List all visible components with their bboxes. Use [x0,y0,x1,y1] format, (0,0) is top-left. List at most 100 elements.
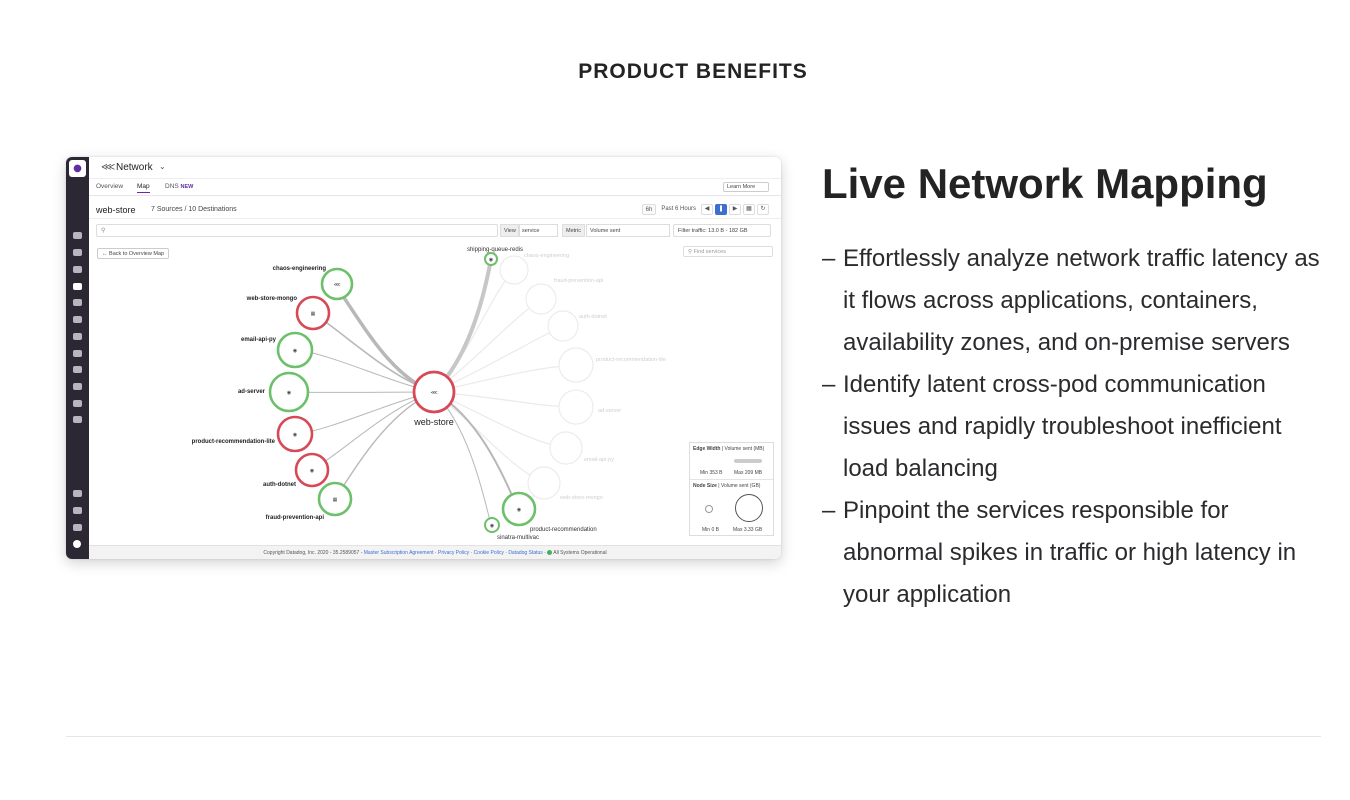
svg-text:◉: ◉ [293,432,297,438]
back-to-overview-button[interactable]: ← Back to Overview Map [97,248,170,259]
faded-label-6: email-api-py [584,457,614,463]
source-label-email-api-py[interactable]: email-api-py [241,337,277,343]
node-min: Min 0 B [702,527,719,533]
new-badge: NEW [180,184,194,190]
help-icon[interactable] [73,507,82,514]
svg-text:⋘: ⋘ [430,390,437,396]
edge-max: Max 209 MB [734,470,763,476]
edge-width-legend: Edge Width | Volume sent (MB) [693,446,765,452]
tab-overview[interactable]: Overview [96,183,124,190]
svg-text:▦: ▦ [311,311,316,317]
svg-text:◉: ◉ [287,390,291,396]
sidebar-icon-11[interactable] [73,400,82,407]
bullet-text: Identify latent cross-pod communication … [843,371,1282,482]
faded-label-5: ad-server [598,408,621,414]
source-label-product-recommendation-lite[interactable]: product-recommendation-lite [192,439,276,445]
footer-link-msa[interactable]: Master Subscription Agreement [363,550,434,556]
edge-min: Min 353 B [700,470,723,476]
chat-icon[interactable] [73,490,82,497]
legend-divider [690,479,773,480]
product-screenshot: ● ⋘ Network ⌄ Overview Map DNS NEW Learn… [66,157,781,559]
sidebar-icon-1[interactable] [73,232,82,239]
sidebar-icon-3[interactable] [73,266,82,273]
feature-bullet: –Identify latent cross-pod communication… [822,364,1332,490]
view-select[interactable]: service [518,224,558,237]
time-range-chip[interactable]: 6h [641,203,657,215]
find-services-placeholder: Find services [693,249,726,255]
sidebar-icon-5[interactable] [73,299,82,306]
feature-bullet: –Effortlessly analyze network traffic la… [822,238,1332,364]
svg-text:◉: ◉ [490,523,494,529]
sidebar-icon-7[interactable] [73,333,82,340]
svg-text:▦: ▦ [333,497,338,503]
app-sidebar: ● [66,157,89,559]
sidebar-icon-12[interactable] [73,416,82,423]
network-map: chaos-engineering fraud-prevention-api a… [192,247,666,541]
tab-dns[interactable]: DNS NEW [165,183,193,190]
tab-map[interactable]: Map [137,183,150,193]
node-max-swatch [735,494,763,522]
node-size-legend: Node Size | Volume sent (GB) [693,483,761,489]
node-min-swatch [705,505,713,513]
metric-label: Metric [562,224,585,237]
app-footer: Copyright Datadog, Inc. 2020 - 35.258905… [89,545,781,559]
forward-icon[interactable]: ▶ [729,203,741,215]
bullet-dash: – [822,497,836,524]
back-to-overview-label: Back to Overview Map [109,251,165,257]
node-max: Max 3.33 GB [733,527,763,533]
section-divider [66,736,1321,737]
footer-link-status[interactable]: Datadog Status [508,550,543,556]
sidebar-icon-2[interactable] [73,249,82,256]
sidebar-icon-9[interactable] [73,366,82,373]
source-label-auth-dotnet[interactable]: auth-dotnet [263,482,296,488]
time-range-label[interactable]: Past 6 Hours [661,205,696,212]
node-size-title: Node Size [693,483,717,489]
chevron-down-icon[interactable]: ⌄ [159,162,166,171]
sidebar-icon-network[interactable] [73,283,82,290]
svg-text:◉: ◉ [293,348,297,354]
source-label-fraud-prevention-api[interactable]: fraud-prevention-api [266,515,325,521]
rewind-icon[interactable]: ◀ [701,203,713,215]
refresh-icon[interactable]: ↻ [757,203,769,215]
search-input[interactable]: ⚲ [96,224,498,237]
faded-label-3: auth-dotnet [579,314,607,320]
learn-more-dropdown[interactable]: Learn More [723,182,769,192]
filter-row: ⚲ View service Metric Volume sent Filter… [96,224,771,237]
edge-width-metric: Volume sent (MB) [724,446,765,452]
bullet-text: Effortlessly analyze network traffic lat… [843,245,1320,356]
footer-link-privacy[interactable]: Privacy Policy [437,550,470,556]
source-destination-count: 7 Sources / 10 Destinations [151,206,237,213]
app-topbar: ⋘ Network ⌄ [89,157,781,179]
view-label: View [500,224,520,237]
source-label-web-store-mongo[interactable]: web-store-mongo [246,296,298,302]
faded-label-2: fraud-prevention-api [554,278,603,284]
dest-label-shipping-queue-redis[interactable]: shipping-queue-redis [467,247,523,253]
faded-label-7: web-store-mongo [559,495,603,501]
datadog-logo-icon[interactable]: ● [69,160,86,177]
dest-label-sinatra-multivac[interactable]: sinatra-multivac [497,535,539,541]
find-services-input[interactable]: ⚲ Find services [683,246,773,257]
sidebar-icon-6[interactable] [73,316,82,323]
service-name: web-store [96,205,136,215]
dest-label-product-recommendation[interactable]: product-recommendation [530,527,597,533]
bullet-dash: – [822,245,836,272]
team-icon[interactable] [73,524,82,531]
footer-link-cookie[interactable]: Cookie Policy [473,550,504,556]
calendar-icon[interactable]: ▦ [743,203,755,215]
search-icon: ⚲ [101,228,106,234]
filter-traffic-button[interactable]: Filter traffic: 13.0 B - 182 GB [673,224,771,237]
center-node-label[interactable]: web-store [413,417,454,427]
map-legend: Edge Width | Volume sent (MB) Min 353 B … [689,442,774,536]
source-label-ad-server[interactable]: ad-server [238,389,266,395]
pause-icon[interactable]: ❚ [715,203,727,215]
app-title: Network [116,162,153,173]
bullet-text: Pinpoint the services responsible for ab… [843,497,1297,608]
sidebar-icon-10[interactable] [73,383,82,390]
metric-select[interactable]: Volume sent [586,224,670,237]
feature-title: Live Network Mapping [822,160,1268,207]
avatar-icon[interactable] [73,540,81,548]
sidebar-icon-8[interactable] [73,350,82,357]
service-header: web-store 7 Sources / 10 Destinations 6h… [89,201,781,219]
bullet-dash: – [822,371,836,398]
source-label-chaos-engineering[interactable]: chaos-engineering [273,266,327,272]
